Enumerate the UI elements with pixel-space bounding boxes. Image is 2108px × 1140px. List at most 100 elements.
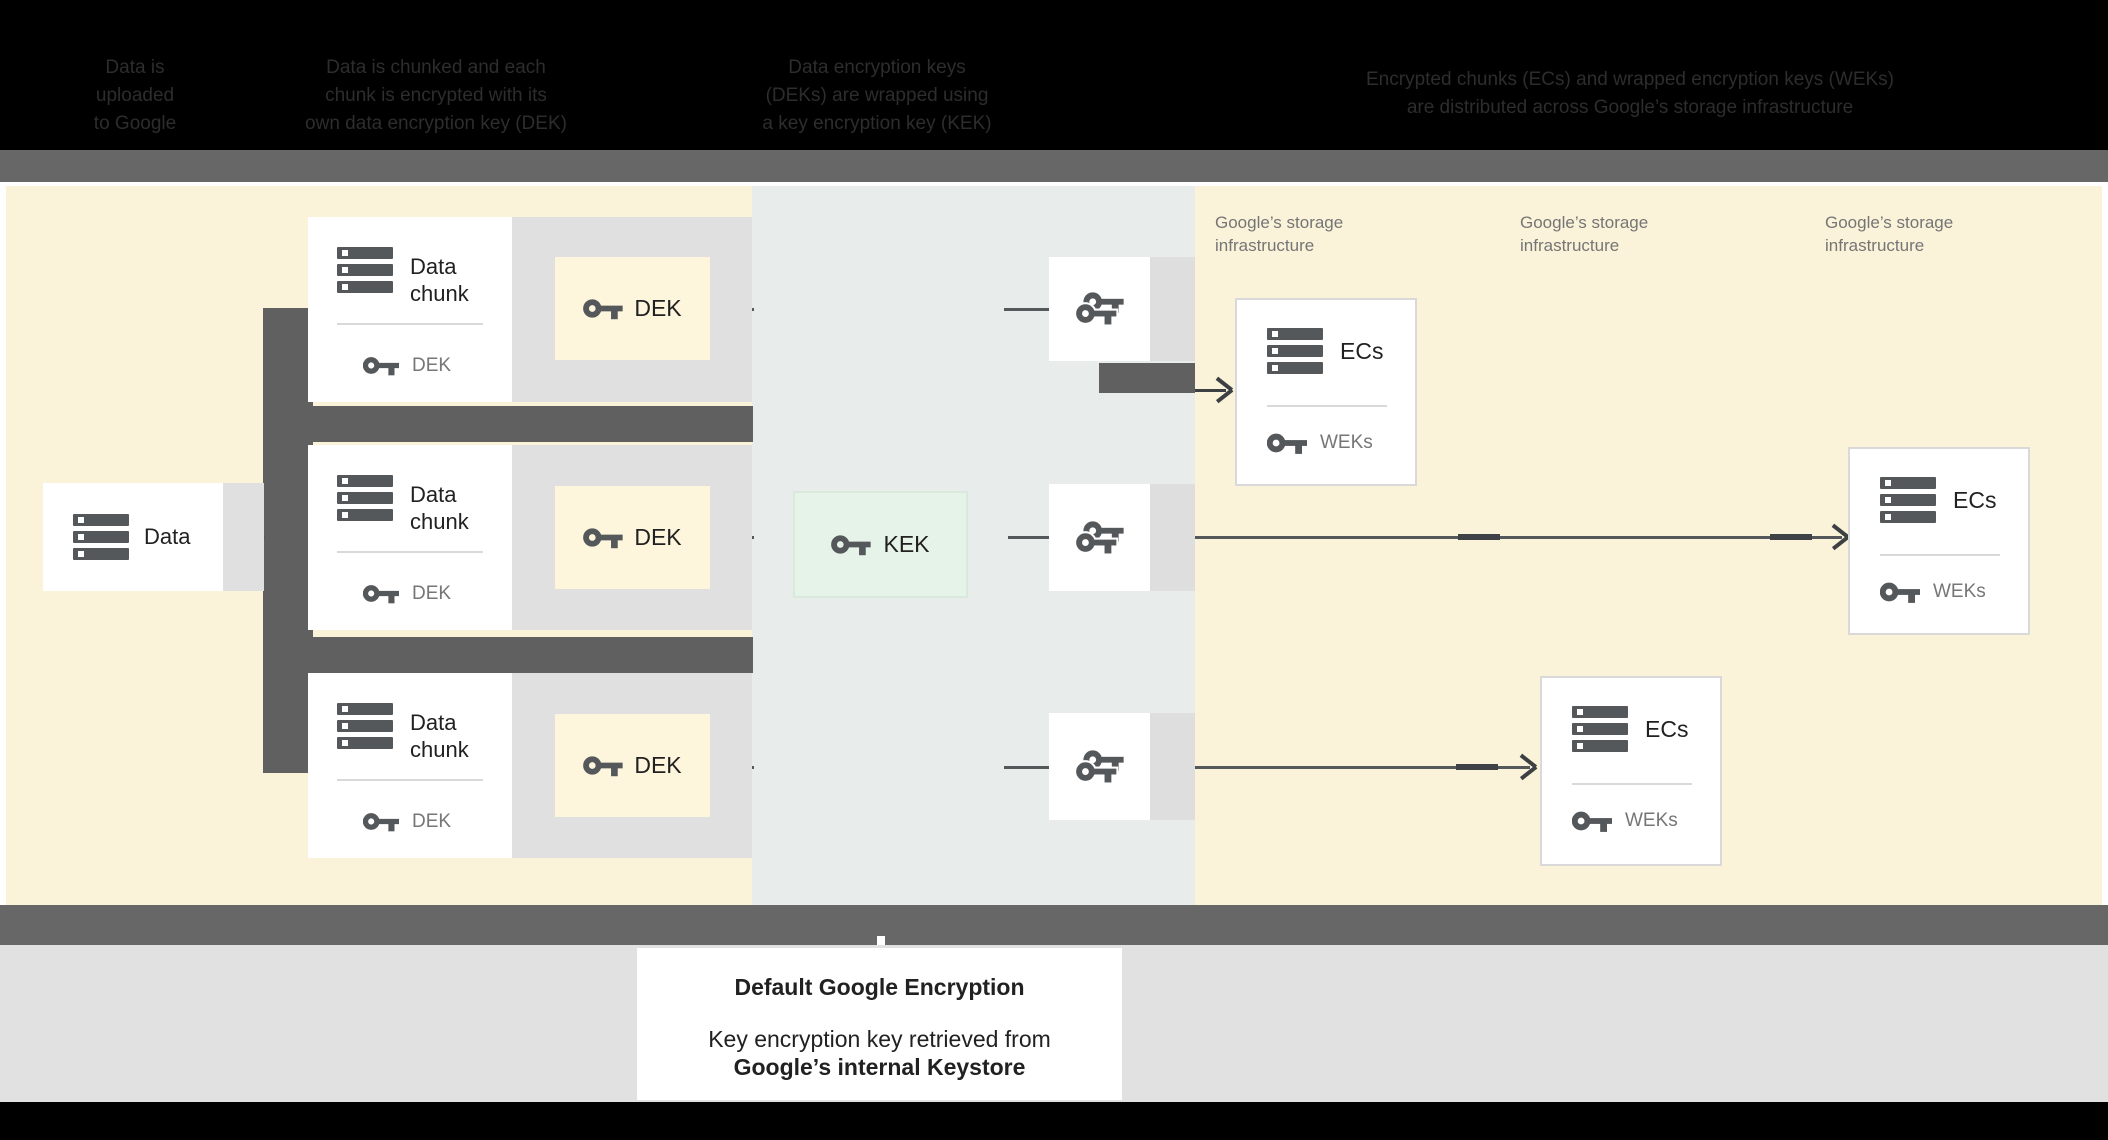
key-icon: [363, 354, 399, 377]
dek-label: DEK: [634, 295, 682, 321]
arrow-pulse-segment: [1456, 764, 1498, 770]
arrow-to-storage-line: [1150, 766, 1530, 769]
server-icon: [1572, 706, 1628, 752]
arrow-to-storage-line: [1195, 389, 1226, 392]
data-row-band: [223, 483, 264, 591]
key-icon: [583, 753, 623, 778]
server-icon: [337, 703, 393, 749]
key-icon: [583, 525, 623, 550]
double-key-icon: [1076, 289, 1124, 329]
data-box-label: Data: [144, 524, 191, 549]
dek-label: DEK: [634, 752, 682, 778]
key-icon: [363, 810, 399, 833]
caption-body-line-bold: Google’s internal Keystore: [733, 1054, 1026, 1080]
weks-row: WEKs: [1572, 808, 1678, 834]
white-gap: [0, 182, 2108, 186]
dek-label: DEK: [634, 524, 682, 550]
header-step-1-line: uploaded: [95, 85, 175, 106]
divider: [1572, 783, 1692, 785]
arrowhead-icon: [1214, 379, 1232, 401]
dek-box: DEK: [555, 714, 710, 817]
header-step-2-line: own data encryption key (DEK): [305, 113, 567, 134]
data-chunk-box: Data chunk DEK: [308, 445, 512, 630]
arrow-pulse-segment: [1770, 534, 1812, 540]
connector-line: [1004, 766, 1050, 769]
double-key-icon: [1076, 518, 1124, 558]
data-chunk-label: Data chunk: [410, 254, 469, 306]
ecs-weks-box: ECs WEKs: [1235, 298, 1417, 486]
wrapped-key-patch: [1150, 713, 1195, 820]
chunk-dek-row: DEK: [363, 810, 451, 833]
kek-label: KEK: [883, 531, 930, 557]
bottom-divider-bar: [0, 905, 2108, 945]
arrowhead-icon: [1830, 526, 1848, 548]
double-key-icon: [1076, 747, 1124, 787]
chunk-dek-label: DEK: [412, 354, 452, 376]
divider: [337, 551, 483, 553]
row-connector-band: [263, 406, 753, 442]
header-step-2: Data is chunked and each chunk is encryp…: [266, 54, 606, 138]
server-icon: [1880, 477, 1936, 523]
weks-label: WEKs: [1933, 581, 1986, 602]
ecs-label: ECs: [1645, 715, 1689, 742]
left-margin: [0, 186, 6, 905]
server-icon: [337, 475, 393, 521]
wrapped-key-box: [1049, 484, 1150, 591]
header-step-4: Encrypted chunks (ECs) and wrapped encry…: [1300, 66, 1960, 122]
caption-box: Default Google Encryption Key encryption…: [637, 948, 1122, 1100]
storage-infrastructure-label: Google’s storage infrastructure: [1215, 213, 1344, 255]
ecs-label: ECs: [1340, 337, 1384, 364]
connector-line: [1004, 308, 1050, 311]
key-icon: [1572, 808, 1612, 834]
ecs-row: ECs: [1880, 477, 1996, 523]
caption-title: Default Google Encryption: [734, 974, 1025, 1000]
header-step-2-line: chunk is encrypted with its: [325, 85, 547, 106]
ecs-weks-box: ECs WEKs: [1848, 447, 2030, 635]
data-chunk-box: Data chunk DEK: [308, 217, 512, 402]
storage-infrastructure-label: Google’s storage infrastructure: [1825, 213, 1954, 255]
connector-line: [1008, 536, 1050, 539]
kek-box: KEK: [793, 491, 968, 598]
wrapped-key-box: [1049, 713, 1150, 820]
key-icon: [583, 296, 623, 321]
header-step-3-line: Data encryption keys: [788, 57, 966, 78]
wrapped-key-patch: [1150, 257, 1195, 361]
header-step-3-line: a key encryption key (KEK): [762, 113, 992, 134]
chunk-dek-row: DEK: [363, 354, 451, 377]
key-icon: [1267, 430, 1307, 456]
weks-row: WEKs: [1880, 579, 1986, 605]
header-step-3-line: (DEKs) are wrapped using: [765, 85, 989, 106]
chunk-dek-label: DEK: [412, 582, 452, 604]
data-box: Data: [43, 483, 223, 591]
storage-infrastructure-label: Google’s storage infrastructure: [1520, 213, 1649, 255]
top-divider-bar: [0, 150, 2108, 182]
weks-label: WEKs: [1625, 810, 1678, 831]
ecs-row: ECs: [1267, 328, 1383, 374]
data-chunk-box: Data chunk DEK: [308, 673, 512, 858]
key-icon: [1880, 579, 1920, 605]
dek-box: DEK: [555, 257, 710, 360]
header-step-1-line: Data is: [105, 57, 165, 78]
row-connector-band: [263, 637, 753, 673]
header-step-4-line: Encrypted chunks (ECs) and wrapped encry…: [1366, 69, 1894, 90]
ecs-row: ECs: [1572, 706, 1688, 752]
server-icon: [337, 247, 393, 293]
header-step-1: Data is uploaded to Google: [35, 54, 235, 138]
caption-notch: [877, 936, 885, 945]
divider: [1880, 554, 2000, 556]
wrapped-key-box: [1049, 257, 1150, 361]
header-step-1-line: to Google: [93, 113, 177, 134]
arrow-pulse-segment: [1458, 534, 1500, 540]
arrowhead-icon: [1518, 756, 1536, 778]
chunk-dek-label: DEK: [412, 810, 452, 832]
divider: [337, 323, 483, 325]
key-icon: [363, 582, 399, 605]
chunk-fanout-trunk: [263, 308, 313, 773]
header-step-3: Data encryption keys (DEKs) are wrapped …: [707, 54, 1047, 138]
server-icon: [73, 514, 129, 560]
chunk-dek-row: DEK: [363, 582, 451, 605]
data-chunk-label: Data chunk: [410, 482, 469, 534]
data-chunk-label: Data chunk: [410, 710, 469, 762]
wrapped-key-output-band: [1099, 363, 1195, 393]
